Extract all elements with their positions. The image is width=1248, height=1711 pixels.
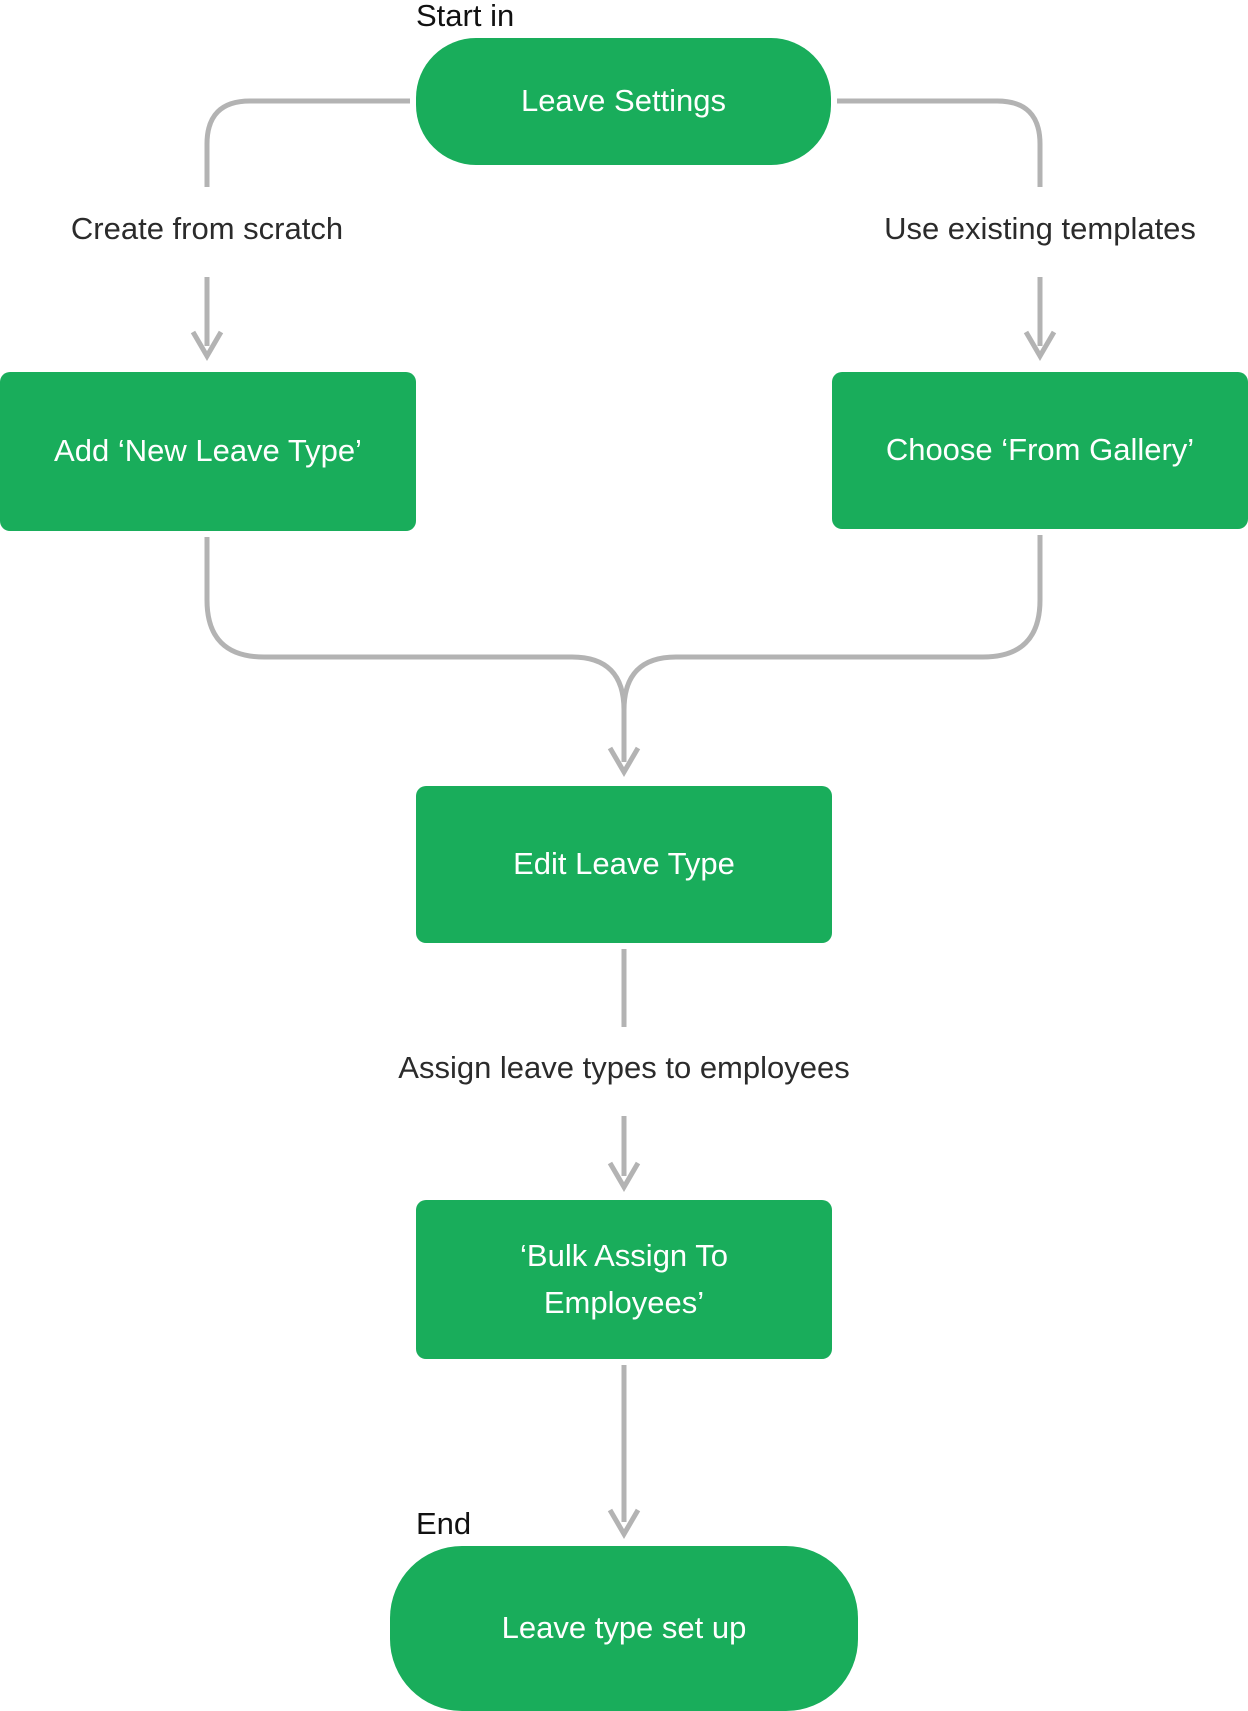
connector-settings-to-templates	[837, 98, 1043, 187]
node-bulk-assign-label: ‘Bulk Assign To Employees’	[520, 1238, 728, 1320]
edge-label-assign-leave-types: Assign leave types to employees	[398, 1050, 850, 1085]
end-marker-label: End	[416, 1506, 472, 1541]
connector-settings-to-scratch	[204, 98, 410, 187]
node-from-gallery-label: Choose ‘From Gallery’	[885, 432, 1195, 468]
node-leave-type-set-up[interactable]: Leave type set up	[390, 1546, 858, 1711]
node-edit-leave-type-label: Edit Leave Type	[513, 846, 735, 882]
arrowhead-new	[190, 330, 224, 361]
node-edit-leave-type[interactable]: Edit Leave Type	[416, 786, 832, 943]
node-new-leave-type[interactable]: Add ‘New Leave Type’	[0, 372, 416, 531]
node-bulk-assign[interactable]: ‘Bulk Assign To Employees’	[416, 1200, 832, 1359]
edge-label-create-from-scratch: Create from scratch	[70, 211, 344, 246]
node-new-leave-type-label: Add ‘New Leave Type’	[54, 433, 362, 469]
node-leave-settings[interactable]: Leave Settings	[416, 38, 831, 165]
start-marker-label: Start in	[416, 0, 515, 33]
edge-label-use-existing-templates: Use existing templates	[884, 211, 1196, 246]
arrowhead-end	[607, 1508, 641, 1539]
node-leave-type-set-up-label: Leave type set up	[501, 1610, 747, 1646]
connector-new-to-merge	[204, 537, 627, 762]
arrowhead-gallery	[1023, 330, 1057, 361]
arrowhead-bulk	[607, 1161, 641, 1192]
arrowhead-edit	[607, 746, 641, 777]
connector-gallery-to-merge	[621, 535, 1043, 711]
node-leave-settings-label: Leave Settings	[520, 83, 727, 119]
node-from-gallery[interactable]: Choose ‘From Gallery’	[832, 372, 1248, 529]
